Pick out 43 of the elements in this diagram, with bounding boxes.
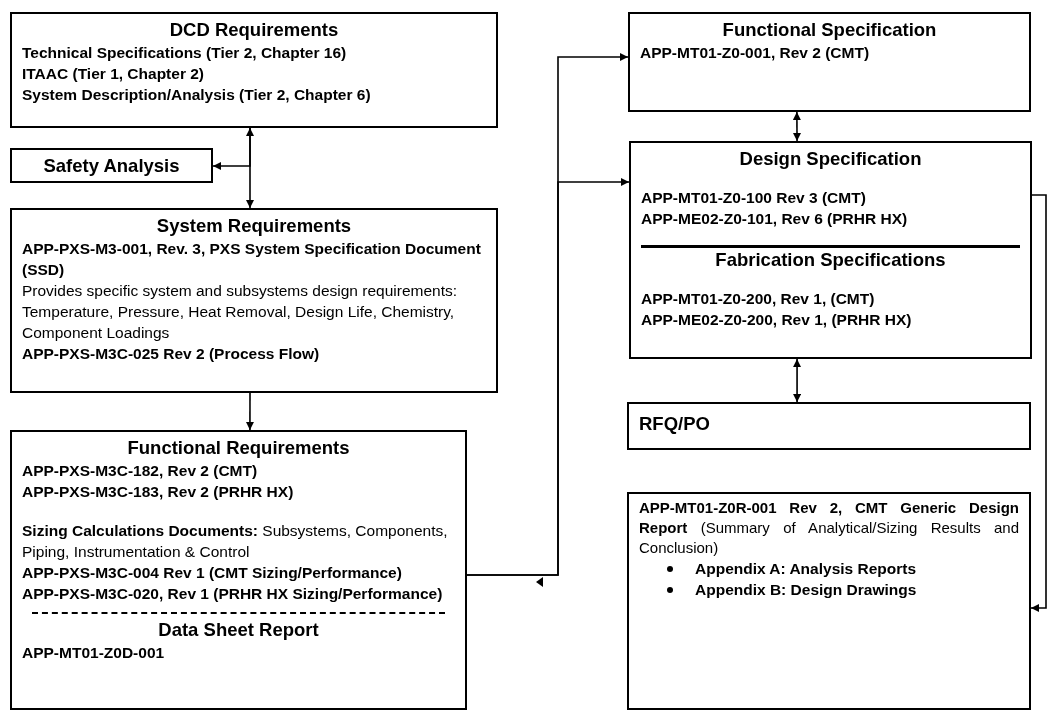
- description-text: Sizing Calculations Documents: Subsystems, Components, Piping, Instrumentation & Control: [22, 521, 449, 562]
- section-heading: Fabrication Specifications: [714, 248, 947, 272]
- document-line: APP-MT01-Z0-200, Rev 1, (CMT): [641, 289, 876, 309]
- process-box: [627, 402, 1031, 450]
- document-line: APP-PXS-M3C-004 Rev 1 (CMT Sizing/Performance): [22, 563, 403, 583]
- bullet-item: Appendix A: Analysis Reports: [695, 559, 917, 579]
- document-line: Technical Specifications (Tier 2, Chapter 16): [22, 43, 348, 63]
- arrow: [793, 358, 802, 403]
- document-line: APP-MT01-Z0-001, Rev 2 (CMT): [640, 43, 871, 63]
- arrow: [212, 127, 251, 170]
- process-box: [628, 12, 1031, 112]
- description-text: Provides specific system and subsystems design requirements: Temperature, Pressure, Heat Removal, Design Life, Chemistry, Component Loadings: [22, 281, 459, 343]
- document-line: APP-ME02-Z0-101, Rev 6 (PRHR HX): [641, 209, 909, 229]
- box-heading: DCD Requirements: [168, 18, 340, 42]
- process-box: [10, 12, 498, 128]
- process-box: [627, 492, 1031, 710]
- document-line: APP-MT01-Z0D-001: [22, 643, 166, 663]
- process-box: [10, 148, 213, 183]
- arrow: [466, 178, 630, 576]
- box-heading: System Requirements: [155, 214, 353, 238]
- bullet-item: Appendix B: Design Drawings: [695, 580, 917, 600]
- report-text: APP-MT01-Z0R-001 Rev 2, CMT Generic Design Report (Summary of Analytical/Sizing Results and Conclusion): [639, 498, 1019, 558]
- box-heading: Functional Specification: [721, 18, 938, 42]
- arrow: [245, 392, 254, 431]
- box-heading: Safety Analysis: [43, 153, 180, 178]
- document-line: APP-PXS-M3C-182, Rev 2 (CMT): [22, 461, 259, 481]
- document-line: System Description/Analysis (Tier 2, Chapter 6): [22, 85, 372, 105]
- box-heading: Design Specification: [738, 147, 923, 171]
- document-line: APP-PXS-M3-001, Rev. 3, PXS System Specification Document (SSD): [22, 239, 482, 280]
- box-heading: RFQ/PO: [639, 412, 711, 436]
- document-line: ITAAC (Tier 1, Chapter 2): [22, 64, 205, 84]
- process-box: [629, 141, 1032, 359]
- document-line: APP-PXS-M3C-183, Rev 2 (PRHR HX): [22, 482, 295, 502]
- box-heading: Functional Requirements: [126, 436, 351, 460]
- process-box: [10, 430, 467, 710]
- document-line: APP-PXS-M3C-020, Rev 1 (PRHR HX Sizing/Performance): [22, 584, 444, 604]
- arrow: [792, 111, 801, 142]
- arrow: [1030, 194, 1047, 612]
- section-heading: Data Sheet Report: [157, 618, 320, 642]
- process-box: [10, 208, 498, 393]
- document-line: APP-ME02-Z0-200, Rev 1, (PRHR HX): [641, 310, 913, 330]
- document-line: APP-PXS-M3C-025 Rev 2 (Process Flow): [22, 344, 321, 364]
- document-line: APP-MT01-Z0-100 Rev 3 (CMT): [641, 188, 867, 208]
